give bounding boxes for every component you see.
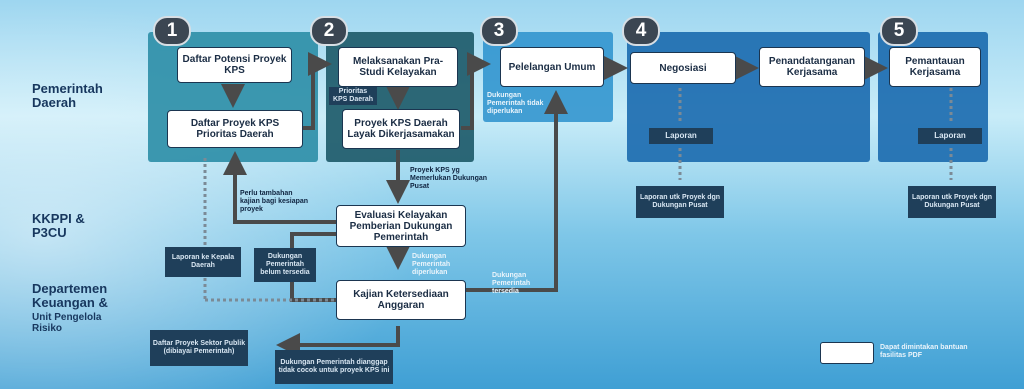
box-kajian: Kajian Ketersediaan Anggaran <box>336 280 466 320</box>
step-badge-5: 5 <box>880 16 918 46</box>
note-tidak-diperlukan: Dukungan Pemerintah tidak diperlukan <box>487 92 544 115</box>
tag-laporan-ke: Laporan ke Kepala Daerah <box>165 247 241 277</box>
tag-daftar-sektor: Daftar Proyek Sektor Publik (dibiayai Pe… <box>150 330 248 366</box>
step-badge-3: 3 <box>480 16 518 46</box>
tag-laporan-4: Laporan <box>649 128 713 144</box>
box-pemantauan: Pemantauan Kerjasama <box>889 47 981 87</box>
note-perlu-tambahan: Perlu tambahan kajian bagi kesiapan proy… <box>240 190 309 213</box>
lane-pemerintah-daerah: Pemerintah Daerah <box>32 81 103 110</box>
legend-text: Dapat dimintakan bantuan fasilitas PDF <box>880 344 968 359</box>
box-daftar-potensi: Daftar Potensi Proyek KPS <box>177 47 292 83</box>
note-diperlukan: Dukungan Pemerintah diperlukan <box>412 253 451 276</box>
tag-dukungan-belum: Dukungan Pemerintah belum tersedia <box>254 248 316 282</box>
step-badge-1: 1 <box>153 16 191 46</box>
tag-laporan-utk-4: Laporan utk Proyek dgn Dukungan Pusat <box>636 186 724 218</box>
box-pra-studi: Melaksanakan Pra-Studi Kelayakan <box>338 47 458 87</box>
legend-swatch <box>820 342 874 364</box>
box-layak: Proyek KPS Daerah Layak Dikerjasamakan <box>342 109 460 149</box>
tag-laporan-utk-5: Laporan utk Proyek dgn Dukungan Pusat <box>908 186 996 218</box>
box-evaluasi: Evaluasi Kelayakan Pemberian Dukungan Pe… <box>336 205 466 247</box>
box-negosiasi: Negosiasi <box>630 52 736 84</box>
box-penandatanganan: Penandatanganan Kerjasama <box>759 47 865 87</box>
tag-prioritas-kps: Prioritas KPS Daerah <box>329 87 377 105</box>
lane-upr: Unit Pengelola Risiko <box>32 312 102 334</box>
note-tersedia: Dukungan Pemerintah tersedia <box>492 272 531 295</box>
step-badge-4: 4 <box>622 16 660 46</box>
tag-dukungan-tidak: Dukungan Pemerintah dianggap tidak cocok… <box>275 350 393 384</box>
step-badge-2: 2 <box>310 16 348 46</box>
note-memerlukan: Proyek KPS yg Memerlukan Dukungan Pusat <box>410 167 488 190</box>
lane-kkppi: KKPPI & P3CU <box>32 211 85 240</box>
tag-laporan-5: Laporan <box>918 128 982 144</box>
lane-depkeu: Departemen Keuangan & <box>32 281 108 310</box>
box-daftar-prioritas: Daftar Proyek KPS Prioritas Daerah <box>167 110 303 148</box>
box-pelelangan: Pelelangan Umum <box>500 47 604 87</box>
